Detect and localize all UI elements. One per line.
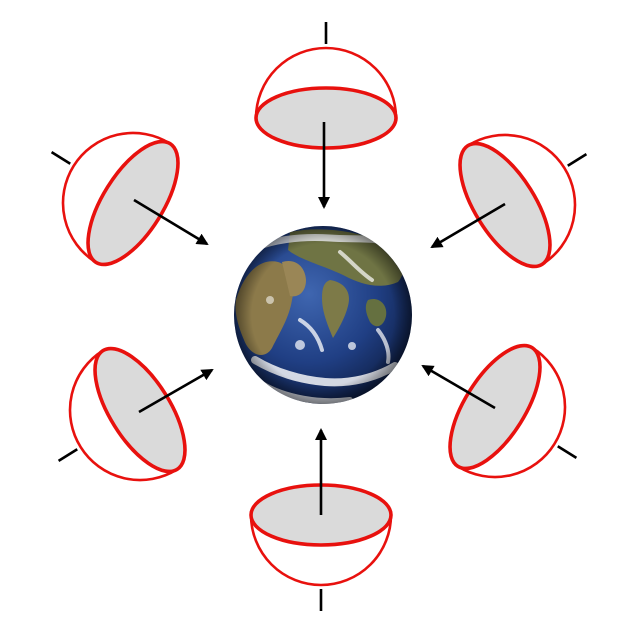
hemisphere-upper-right [458,133,588,269]
hemisphere-lower-left-rod [57,448,78,462]
hemisphere-upper-left-face [86,139,180,267]
hemisphere-top [254,22,398,150]
hemisphere-upper-left-rod [50,151,71,165]
hemisphere-top-face [254,86,398,150]
hemisphere-upper-right-rod [567,153,588,167]
arrow-group [133,122,506,515]
arrow-upper-right [430,202,506,249]
earth-globe-icon [234,226,412,404]
arrow-lower-left [138,368,214,414]
hemisphere-bottom [249,483,393,611]
hemisphere-lower-right [448,343,578,479]
hemisphere-upper-left [50,131,180,267]
hemisphere-lower-left [57,346,187,482]
arrow-lower-right [421,364,496,410]
arrow-upper-left [133,198,209,246]
hemisphere-lower-right-rod [557,445,578,459]
hemisphere-group [50,22,588,611]
